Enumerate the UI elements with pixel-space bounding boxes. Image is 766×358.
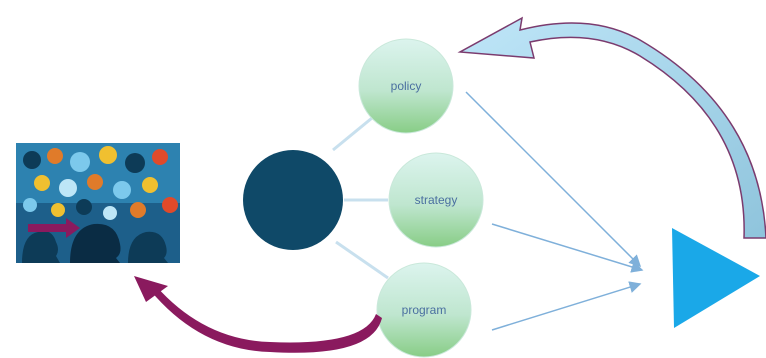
node-program: program — [376, 262, 472, 358]
arrow-policy-to-output — [465, 91, 642, 268]
hub-connectors — [332, 116, 389, 280]
hub-circle-icon — [243, 150, 343, 250]
arrow-strategy-to-output — [491, 223, 644, 273]
node-policy: policy — [358, 38, 454, 134]
output-triangle-icon — [672, 228, 760, 328]
connector-policy — [332, 116, 373, 152]
pointer-arrows — [465, 91, 644, 331]
arrow-program-to-output — [491, 281, 642, 331]
feedback-arrow-to-collage — [134, 276, 382, 353]
node-strategy: strategy — [388, 152, 484, 248]
node-policy-label: policy — [391, 79, 422, 93]
feedback-arrow-to-policy — [457, 16, 766, 239]
node-strategy-label: strategy — [415, 193, 458, 207]
connector-program — [335, 240, 389, 280]
people-thinking-collage-icon — [16, 143, 180, 263]
node-program-label: program — [402, 303, 447, 317]
